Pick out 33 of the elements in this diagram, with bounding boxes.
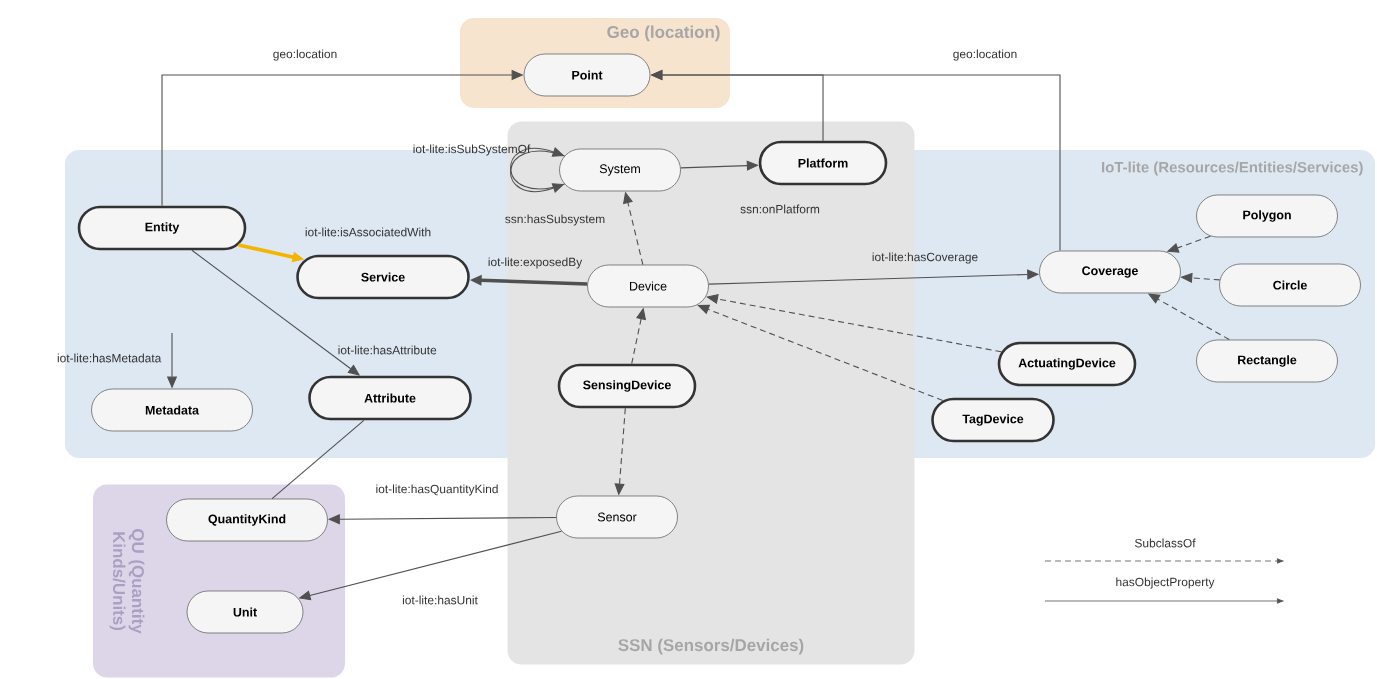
legend-label: SubclassOf: [1135, 538, 1196, 548]
class-node: Entity: [77, 205, 247, 251]
class-node: System: [559, 148, 681, 192]
class-node: Unit: [186, 590, 304, 634]
arrow: [697, 304, 944, 402]
legend-label: hasObjectProperty: [1116, 577, 1215, 589]
class-node: Attribute: [308, 375, 472, 421]
class-node: Coverage: [1039, 250, 1181, 294]
edge-label: ssn:onPlatform: [740, 204, 820, 214]
edge-label: iot-lite:isSubSystemOf: [413, 144, 531, 156]
edge-label: geo:location: [271, 47, 339, 63]
class-node: Device: [587, 264, 709, 308]
edge-label: geo:location: [951, 47, 1019, 63]
class-node: TagDevice: [931, 397, 1055, 443]
edge-label: iot-lite:hasUnit: [402, 595, 478, 605]
class-node: Sensor: [556, 495, 678, 539]
edge-label: iot-lite:hasCoverage: [872, 252, 978, 264]
edge-label: iot-lite:hasQuantityKind: [376, 484, 498, 496]
class-node: QuantityKind: [166, 498, 328, 542]
edge-label: iot-lite:hasAttribute: [338, 345, 437, 355]
class-node: ActuatingDevice: [997, 341, 1137, 387]
edge-label: iot-lite:hasMetadata: [57, 353, 162, 363]
class-node: Rectangle: [1196, 339, 1338, 383]
class-node: Circle: [1219, 263, 1361, 307]
edge-label: iot-lite:exposedBy: [488, 257, 583, 269]
class-node: Point: [523, 53, 651, 97]
edge-label: iot-lite:isAssociatedWith: [305, 227, 431, 237]
class-node: Polygon: [1196, 194, 1338, 238]
class-node: SensingDevice: [557, 363, 697, 409]
class-node: Platform: [758, 140, 888, 186]
class-node: Service: [296, 254, 470, 300]
class-node: Metadata: [91, 388, 253, 432]
edge-label: ssn:hasSubsystem: [505, 214, 605, 226]
